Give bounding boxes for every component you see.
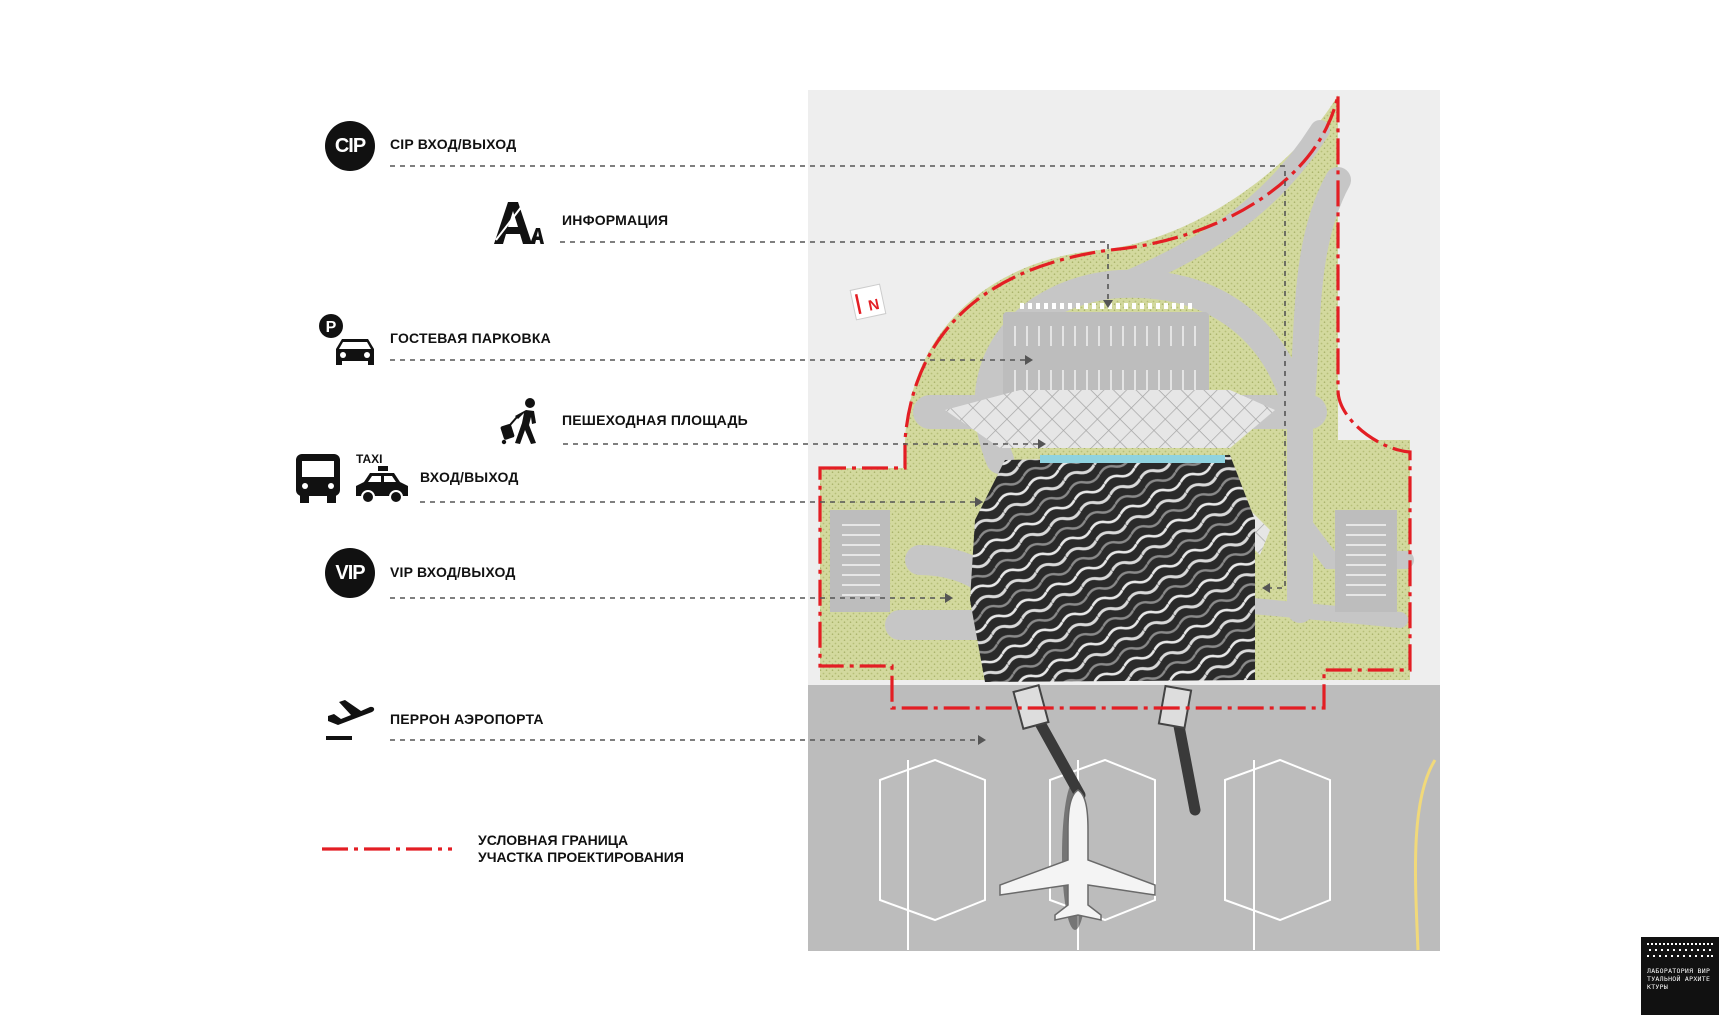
vip-label: VIP ВХОД/ВЫХОД [390,564,516,580]
project-boundary-line [818,94,1412,710]
site-plan [808,90,1440,951]
boundary-legend-label: УСЛОВНАЯ ГРАНИЦА УЧАСТКА ПРОЕКТИРОВАНИЯ [478,832,684,866]
taxiway-yellow-line [1413,759,1437,951]
apron-label: ПЕРРОН АЭРОПОРТА [390,711,544,727]
leader-lines [390,165,1286,741]
cip-badge-icon: CIP [325,121,375,171]
parking-p-letter: P [326,319,337,336]
pedestrian-label: ПЕШЕХОДНАЯ ПЛОЩАДЬ [562,412,748,428]
walking-person-luggage-icon [498,397,542,445]
boundary-label-line2: УЧАСТКА ПРОЕКТИРОВАНИЯ [478,849,684,865]
parking-stall-lines [842,326,1386,596]
cip-label: CIP ВХОД/ВЫХОД [390,136,517,152]
leader-info [560,241,1109,300]
transport-label: ВХОД/ВЫХОД [420,469,519,485]
parking-label: ГОСТЕВАЯ ПАРКОВКА [390,330,551,346]
pedestrian-plaza [945,390,1275,448]
leader-cip [390,165,1286,589]
vip-badge-icon: VIP [325,548,375,598]
north-symbol: N [867,296,881,315]
roof-glass-strip [1040,455,1225,463]
car-parking-icon: P [318,313,378,369]
airport-apron [808,685,1440,951]
information-icon [492,200,544,246]
info-label: ИНФОРМАЦИЯ [562,212,669,228]
taxi-text: TAXI [356,452,383,466]
plane-departure-icon [324,694,376,742]
boundary-label-line1: УСЛОВНАЯ ГРАНИЦА [478,832,629,848]
bus-icon [294,452,342,504]
taxi-icon: TAXI [354,452,410,504]
laboratory-logo-text: ЛАБОРАТОРИЯ ВИРТУАЛЬНОЙ АРХИТЕКТУРЫ [1647,967,1711,991]
terminal-roof [970,455,1255,682]
aircraft [999,780,1156,930]
north-marker: N [849,283,887,321]
leader-arrowheads [945,300,1270,745]
laboratory-logo: ЛАБОРАТОРИЯ ВИРТУАЛЬНОЙ АРХИТЕКТУРЫ [1641,937,1719,1015]
parking-lots [830,312,1397,612]
